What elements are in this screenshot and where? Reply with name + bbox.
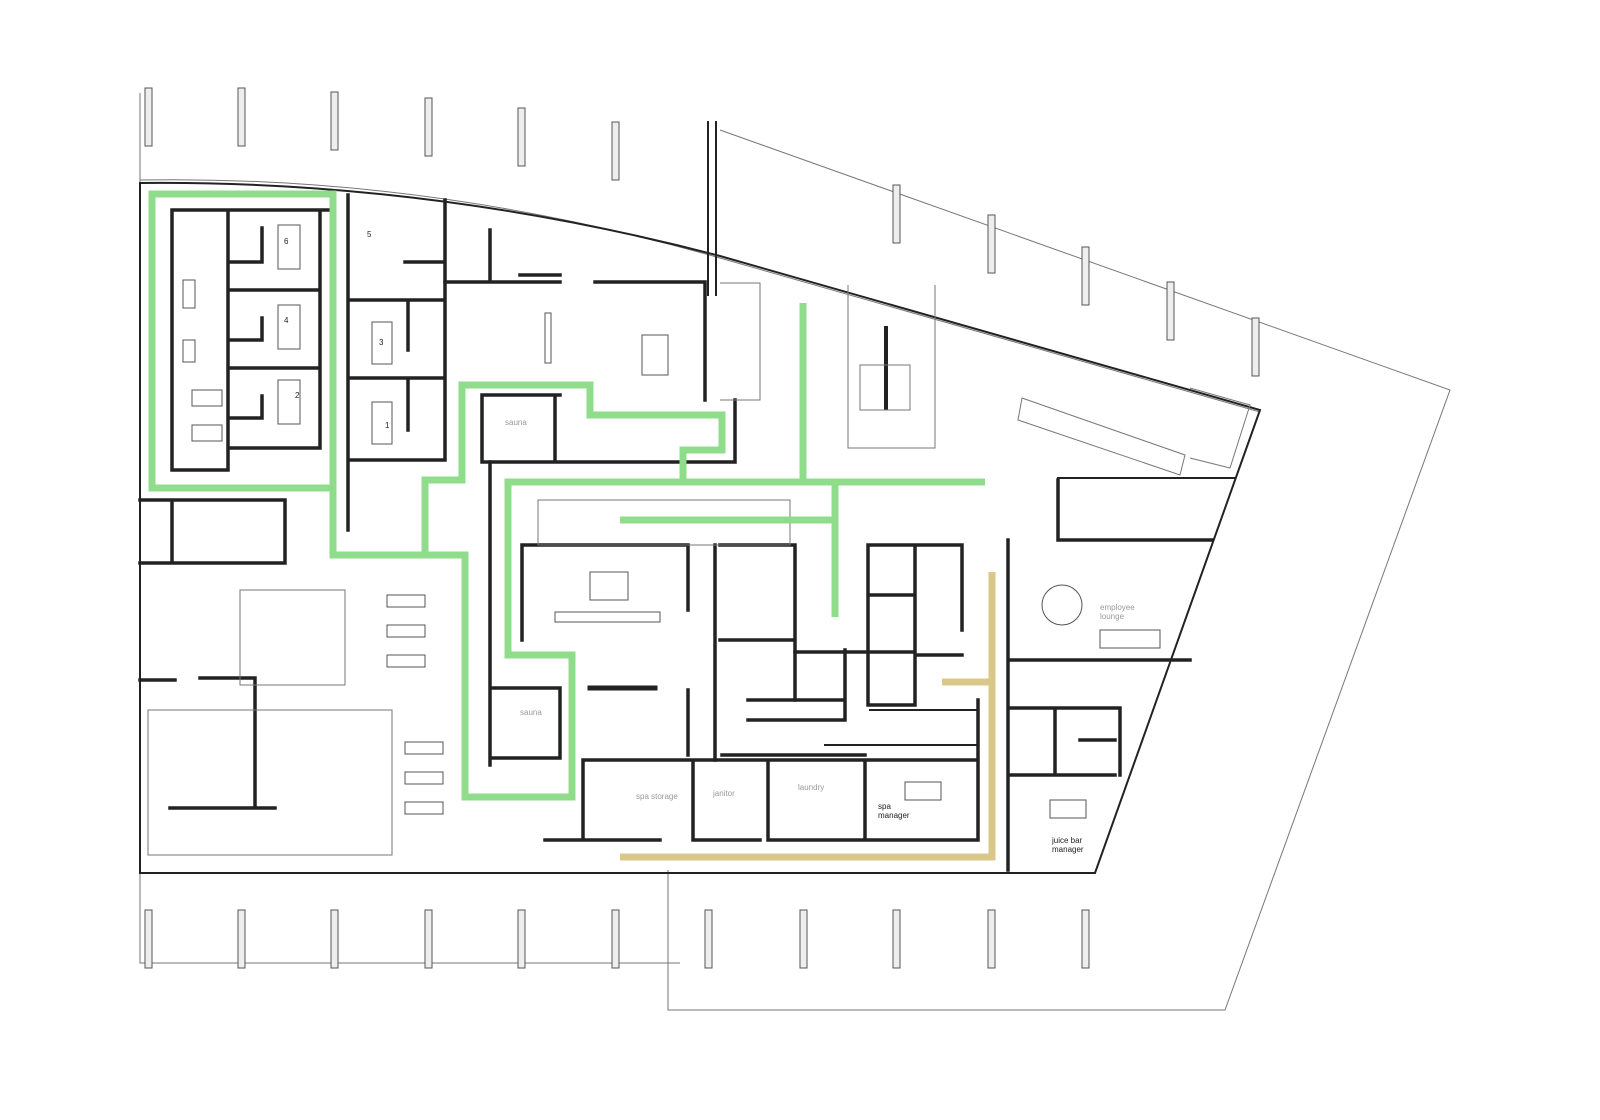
spa-storage-label: spa storage <box>636 792 678 801</box>
window-mullions <box>144 87 1260 969</box>
window-mullion <box>1251 317 1260 377</box>
window-mullion <box>237 87 246 147</box>
window-mullion <box>799 909 808 969</box>
window-mullion <box>144 87 153 147</box>
window-mullion <box>1081 246 1090 306</box>
fixtures <box>182 224 1161 819</box>
laundry-label: laundry <box>798 783 824 792</box>
room-1-label: 1 <box>385 421 390 430</box>
window-mullion <box>517 107 526 167</box>
sauna-upper-label: sauna <box>505 418 527 427</box>
window-mullion <box>237 909 246 969</box>
circulation-path-green <box>148 190 985 801</box>
room-6-label: 6 <box>284 237 289 246</box>
window-mullion <box>424 97 433 157</box>
employee-lounge-label-2: lounge <box>1100 612 1125 621</box>
window-mullion <box>892 909 901 969</box>
room-5-label: 5 <box>367 230 372 239</box>
spa-manager-label-2: manager <box>878 811 910 820</box>
window-mullion <box>611 121 620 181</box>
walls <box>138 121 1262 874</box>
window-mullion <box>987 909 996 969</box>
window-mullion <box>144 909 153 969</box>
window-mullion <box>424 909 433 969</box>
window-mullion <box>611 909 620 969</box>
room-4-label: 4 <box>284 316 289 325</box>
janitor-label: janitor <box>712 789 735 798</box>
sauna-lower-label: sauna <box>520 708 542 717</box>
window-mullion <box>330 909 339 969</box>
window-mullion <box>892 184 901 244</box>
juice-bar-manager-label-2: manager <box>1052 845 1084 854</box>
window-mullion <box>1166 281 1175 341</box>
room-labels: 6 5 4 3 2 1 sauna sauna employee lounge … <box>284 230 1135 854</box>
window-mullion <box>987 214 996 274</box>
room-2-label: 2 <box>295 391 300 400</box>
window-mullion <box>1081 909 1090 969</box>
window-mullion <box>704 909 713 969</box>
employee-lounge-label-1: employee <box>1100 603 1135 612</box>
spa-manager-label-1: spa <box>878 802 891 811</box>
window-mullion <box>330 91 339 151</box>
juice-bar-manager-label-1: juice bar <box>1051 836 1083 845</box>
service-path-tan <box>620 572 996 861</box>
room-3-label: 3 <box>379 338 384 347</box>
window-mullion <box>517 909 526 969</box>
